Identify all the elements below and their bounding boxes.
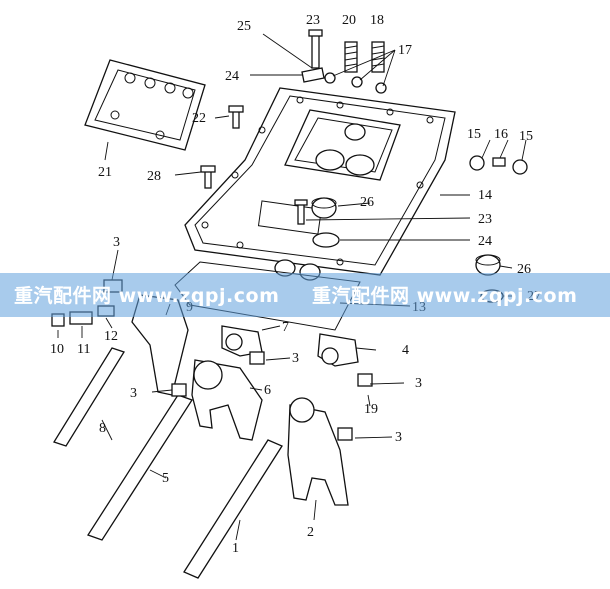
- callout-6: 6: [264, 383, 271, 398]
- bolt-28: [200, 165, 216, 189]
- washer-24-mid: [312, 232, 340, 248]
- callout-23-mid: 23: [478, 212, 492, 227]
- callout-2: 2: [307, 525, 314, 540]
- plug-26-right: [475, 254, 501, 276]
- callout-14: 14: [478, 188, 492, 203]
- callout-3-low: 3: [130, 386, 137, 401]
- watermark-band: [0, 273, 610, 317]
- callout-28: 28: [147, 169, 161, 184]
- callout-15-left: 15: [467, 127, 481, 142]
- callout-22: 22: [192, 111, 206, 126]
- callout-3-mid: 3: [292, 351, 299, 366]
- callout-1: 1: [232, 541, 239, 556]
- watermark-text-right: 重汽配件网 www.zqpj.com: [312, 285, 578, 307]
- callout-12: 12: [104, 329, 118, 344]
- bolt-23-mid: [294, 199, 308, 225]
- callout-19: 19: [364, 402, 378, 417]
- callout-3-right: 3: [415, 376, 422, 391]
- callout-18: 18: [370, 13, 384, 28]
- spring-16: [492, 157, 506, 167]
- bolt-23-top: [308, 29, 323, 69]
- fork-2-hub: [289, 397, 315, 423]
- callout-15-right: 15: [519, 129, 533, 144]
- callout-20: 20: [342, 13, 356, 28]
- ball-17b: [351, 76, 363, 88]
- callout-24-top: 24: [225, 69, 239, 84]
- ball-15a: [469, 155, 485, 171]
- callout-7: 7: [282, 320, 289, 335]
- screw-3-d: [171, 383, 187, 397]
- spring-20: [344, 41, 358, 73]
- callout-10: 10: [50, 342, 64, 357]
- callout-17: 17: [398, 43, 412, 58]
- callout-3-left: 3: [113, 235, 120, 250]
- callout-21: 21: [98, 165, 112, 180]
- callout-23-top: 23: [306, 13, 320, 28]
- callout-8: 8: [99, 421, 106, 436]
- cover-plate: [184, 87, 456, 281]
- fork-2: [287, 404, 349, 506]
- rod-1: [183, 439, 283, 579]
- gasket-21: [84, 59, 206, 151]
- screw-3-a: [249, 351, 265, 365]
- ball-17a: [324, 72, 336, 84]
- callout-4: 4: [402, 343, 409, 358]
- screw-3-c: [337, 427, 353, 441]
- callout-16: 16: [494, 127, 508, 142]
- watermark-text-left: 重汽配件网 www.zqpj.com: [14, 285, 280, 307]
- block-7-hole: [225, 333, 243, 351]
- fork-6-hub: [193, 360, 223, 390]
- callout-11: 11: [77, 342, 90, 357]
- block-4-hole: [321, 347, 339, 365]
- callout-25: 25: [237, 19, 251, 34]
- callout-24-mid: 24: [478, 234, 492, 249]
- plug-26-top: [311, 197, 337, 219]
- callout-26-top: 26: [360, 195, 374, 210]
- ball-15b: [512, 159, 528, 175]
- ball-17c: [375, 82, 387, 94]
- screw-3-b: [357, 373, 373, 387]
- bolt-22: [228, 105, 244, 129]
- rod-8: [53, 347, 125, 447]
- washer-24-top: [301, 67, 325, 83]
- rod-5: [87, 394, 193, 541]
- callout-3-bottom: 3: [395, 430, 402, 445]
- callout-5: 5: [162, 471, 169, 486]
